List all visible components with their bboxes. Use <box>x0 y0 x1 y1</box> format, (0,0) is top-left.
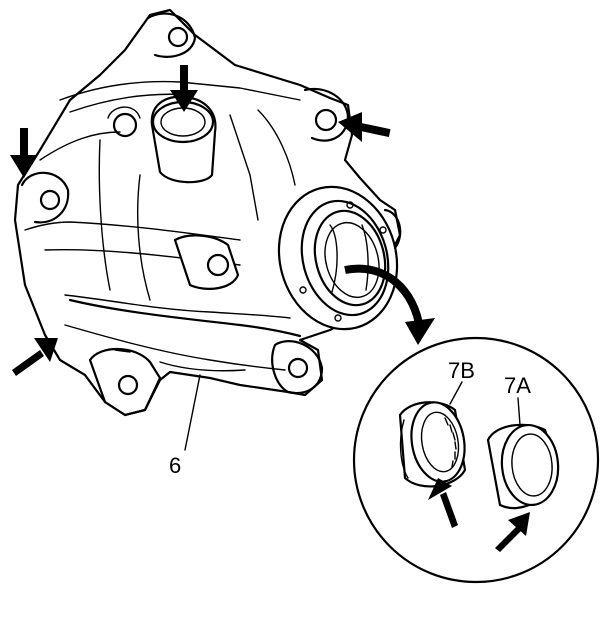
label-bearing-7b: 7B <box>448 358 475 383</box>
arrow-bearing-7a-icon <box>495 512 530 552</box>
bearing-7a <box>486 423 560 510</box>
leader-line-7a <box>517 397 521 426</box>
bearing-7b <box>398 401 467 488</box>
arrow-left-icon <box>10 128 38 178</box>
label-bearing-7a: 7A <box>504 373 531 398</box>
arrow-bearing-7b-icon <box>428 478 458 528</box>
label-housing-6: 6 <box>169 453 182 478</box>
leader-line-6 <box>184 374 201 451</box>
arrow-bottom-left-icon <box>12 338 58 376</box>
detail-pointer-arrow-icon <box>344 264 435 345</box>
arrow-top-icon <box>170 65 198 112</box>
leader-line-7b <box>449 381 463 405</box>
arrow-right-icon <box>338 112 391 142</box>
detail-circle <box>352 336 600 584</box>
differential-housing <box>13 8 402 417</box>
